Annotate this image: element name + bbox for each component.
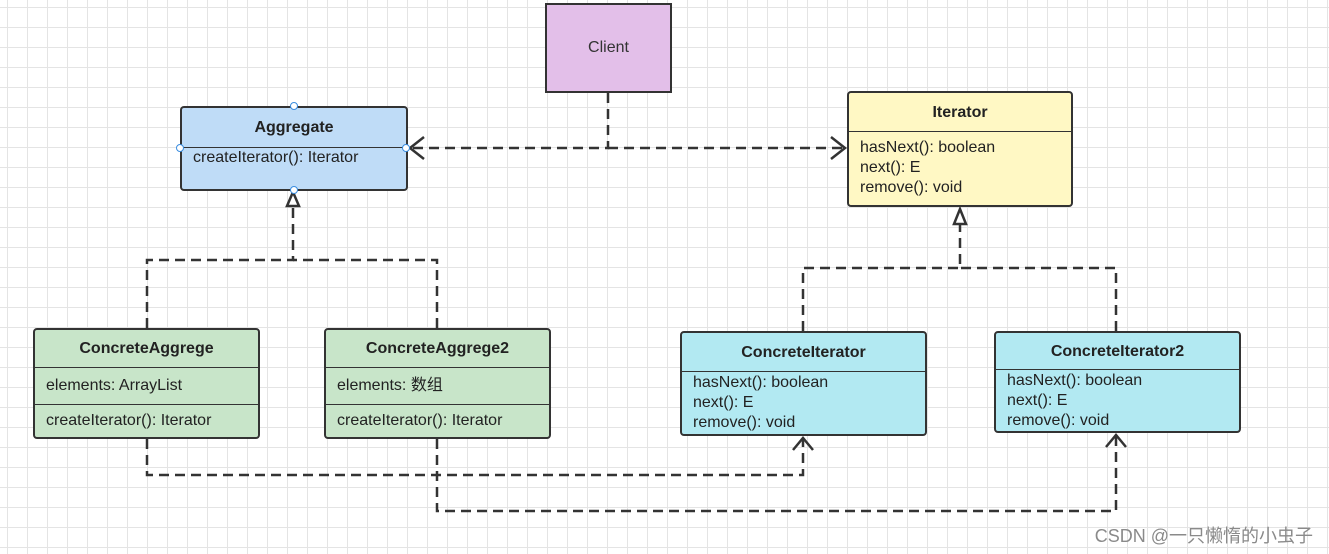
- method: remove(): void: [693, 414, 796, 431]
- connection-handle[interactable]: [290, 186, 298, 194]
- realization-triangle: [285, 188, 301, 208]
- edge-concreteaggrege-to-concreteiterator: [145, 438, 805, 477]
- edge-concreteiterator-realizes-iterator: [801, 225, 962, 331]
- method: remove(): void: [860, 179, 963, 196]
- method: hasNext(): boolean: [693, 374, 829, 391]
- method: remove(): void: [1007, 412, 1110, 429]
- open-arrowhead: [407, 136, 425, 160]
- method: createIterator(): Iterator: [46, 412, 212, 429]
- class-title: ConcreteIterator2: [996, 333, 1239, 370]
- class-title: Aggregate: [182, 108, 406, 148]
- client-label: Client: [588, 39, 629, 56]
- open-arrowhead: [792, 436, 814, 451]
- edge-client-to-aggregate: [410, 93, 610, 150]
- class-methods: hasNext(): boolean next(): E remove(): v…: [849, 132, 1071, 198]
- class-methods: hasNext(): boolean next(): E remove(): v…: [996, 370, 1239, 431]
- field: elements: 数组: [337, 377, 443, 394]
- edge-concreteaggrege2-to-concreteiterator2: [435, 435, 1118, 513]
- method: createIterator(): Iterator: [193, 149, 359, 166]
- open-arrowhead: [1105, 433, 1127, 448]
- method: next(): E: [860, 159, 921, 176]
- client-box[interactable]: Client: [545, 3, 672, 93]
- edge-concreteaggrege2-realizes-aggregate: [293, 258, 439, 328]
- class-methods: hasNext(): boolean next(): E remove(): v…: [682, 372, 925, 433]
- field: elements: ArrayList: [46, 377, 183, 394]
- iterator-interface[interactable]: Iterator hasNext(): boolean next(): E re…: [847, 91, 1073, 207]
- edge-concreteaggrege-realizes-aggregate: [145, 206, 295, 328]
- class-methods: createIterator(): Iterator: [35, 404, 258, 437]
- class-fields: elements: ArrayList: [35, 368, 258, 404]
- class-title: Iterator: [849, 93, 1071, 132]
- realization-triangle: [952, 205, 968, 226]
- connection-handle[interactable]: [402, 144, 410, 152]
- method: createIterator(): Iterator: [337, 412, 503, 429]
- class-fields: elements: 数组: [326, 368, 549, 404]
- concrete-aggregate-2-class[interactable]: ConcreteAggrege2 elements: 数组 createIter…: [324, 328, 551, 439]
- method: next(): E: [693, 394, 754, 411]
- class-title: ConcreteAggrege: [35, 330, 258, 368]
- concrete-aggregate-class[interactable]: ConcreteAggrege elements: ArrayList crea…: [33, 328, 260, 439]
- method: hasNext(): boolean: [1007, 372, 1143, 389]
- open-arrowhead: [830, 136, 848, 160]
- class-methods: createIterator(): Iterator: [326, 404, 549, 437]
- aggregate-class[interactable]: Aggregate createIterator(): Iterator: [180, 106, 408, 191]
- class-methods: createIterator(): Iterator: [182, 148, 406, 189]
- connection-handle[interactable]: [176, 144, 184, 152]
- watermark: CSDN @一只懒惰的小虫子: [1094, 526, 1313, 546]
- class-title: ConcreteAggrege2: [326, 330, 549, 368]
- concrete-iterator-class[interactable]: ConcreteIterator hasNext(): boolean next…: [680, 331, 927, 436]
- edge-concreteiterator2-realizes-iterator: [960, 266, 1118, 331]
- connection-handle[interactable]: [290, 102, 298, 110]
- method: hasNext(): boolean: [860, 139, 996, 156]
- class-title: ConcreteIterator: [682, 333, 925, 372]
- concrete-iterator-2-class[interactable]: ConcreteIterator2 hasNext(): boolean nex…: [994, 331, 1241, 433]
- method: next(): E: [1007, 392, 1068, 409]
